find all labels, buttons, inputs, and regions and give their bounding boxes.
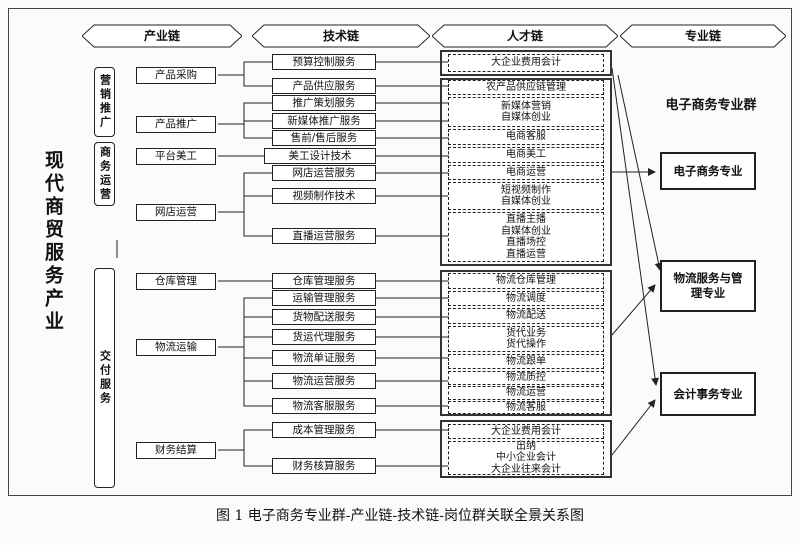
talent-live-streaming-line: 直播场控 <box>506 237 546 248</box>
industry-warehouse: 仓库管理 <box>136 273 216 290</box>
talent-live-streaming-line: 直播运营 <box>506 248 546 260</box>
talent-supply-chain: 农产品供应链管理 <box>448 80 604 95</box>
talent-documents-line: 物流跟单 <box>506 355 546 367</box>
section-marketing: 营销推广 <box>94 67 115 137</box>
talent-accounting: 出纳 中小企业会计 大企业往来会计 <box>448 441 604 475</box>
tech-video-production: 视频制作技术 <box>272 188 376 204</box>
talent-quality-line: 物流质控 <box>506 372 546 384</box>
talent-dispatch: 物流调度 <box>448 291 604 306</box>
talent-delivery: 物流配送 <box>448 308 604 324</box>
section-delivery: 交付服务 <box>94 268 115 488</box>
major-ecommerce: 电子商务专业 <box>660 152 756 190</box>
talent-warehouse-line: 物流仓库管理 <box>496 275 556 287</box>
talent-logistics-cs-line: 物流客服 <box>506 401 546 413</box>
header-talent-label: 人才链 <box>506 29 543 43</box>
talent-new-media: 新媒体营销 自媒体创业 <box>448 97 604 127</box>
talent-budget-line: 大企业费用会计 <box>491 57 561 69</box>
talent-new-media-line: 自媒体创业 <box>501 112 551 123</box>
industry-artwork: 平台美工 <box>136 148 216 165</box>
talent-logistics-cs: 物流客服 <box>448 401 604 414</box>
industry-logistics: 物流运输 <box>136 339 216 356</box>
header-industry-chain: 产业链 <box>82 24 242 48</box>
talent-group-ecommerce <box>440 78 612 266</box>
industry-store-ops: 网店运营 <box>136 204 216 221</box>
tech-store-ops: 网店运营服务 <box>272 165 376 181</box>
talent-ecommerce-art-line: 电商美工 <box>506 149 546 161</box>
industry-purchase: 产品采购 <box>136 67 216 84</box>
tech-product-supply: 产品供应服务 <box>272 78 376 94</box>
major-logistics: 物流服务与管理专业 <box>660 260 756 312</box>
talent-ecommerce-ops-line: 电商运营 <box>506 166 546 178</box>
tech-new-media-promotion: 新媒体推广服务 <box>272 113 376 129</box>
major-group-label: 电子商务专业群 <box>665 98 757 113</box>
tech-freight-forwarding: 货运代理服务 <box>272 329 376 345</box>
talent-ecommerce-art: 电商美工 <box>448 147 604 163</box>
header-major-chain: 专业链 <box>620 24 786 48</box>
tech-logistics-operations: 物流运营服务 <box>272 373 376 389</box>
diagram-frame <box>8 8 792 496</box>
section-ecommerce-ops: 商务运营 <box>94 142 115 206</box>
talent-warehouse: 物流仓库管理 <box>448 273 604 289</box>
talent-supply-chain-line: 农产品供应链管理 <box>486 81 566 93</box>
talent-delivery-line: 物流配送 <box>506 310 546 322</box>
talent-cost-line: 大企业费用会计 <box>491 425 561 437</box>
header-technology-label: 技术链 <box>322 29 359 43</box>
talent-logistics-ops: 物流运营 <box>448 386 604 400</box>
talent-logistics-ops-line: 物流运营 <box>506 387 546 399</box>
talent-new-media-line: 新媒体营销 <box>501 100 551 112</box>
talent-ecommerce-ops: 电商运营 <box>448 165 604 180</box>
header-industry-label: 产业链 <box>143 29 180 43</box>
talent-short-video-line: 短视频制作 <box>501 184 551 196</box>
header-talent-chain: 人才链 <box>432 24 618 48</box>
talent-documents: 物流跟单 <box>448 354 604 369</box>
tech-transport-management: 运输管理服务 <box>272 290 376 306</box>
industry-promotion: 产品推广 <box>136 116 216 133</box>
talent-accounting-line: 出纳 <box>516 440 536 452</box>
tech-pre-after-sales: 售前/售后服务 <box>272 130 376 146</box>
talent-budget: 大企业费用会计 <box>448 54 604 72</box>
talent-accounting-line: 大企业往来会计 <box>491 463 561 475</box>
industry-finance: 财务结算 <box>136 442 216 459</box>
talent-short-video-line: 自媒体创业 <box>501 196 551 207</box>
talent-group-logistics <box>440 270 612 416</box>
talent-live-streaming-line: 自媒体创业 <box>501 225 551 237</box>
talent-ecommerce-cs-line: 电商客服 <box>506 131 546 143</box>
talent-ecommerce-cs: 电商客服 <box>448 129 604 145</box>
tech-art-design: 美工设计技术 <box>264 148 376 164</box>
tech-promotion-planning: 推广策划服务 <box>272 95 376 111</box>
tech-cost-management: 成本管理服务 <box>272 422 376 438</box>
tech-logistics-documents: 物流单证服务 <box>272 350 376 366</box>
talent-accounting-line: 中小企业会计 <box>496 452 556 464</box>
tech-logistics-customer-service: 物流客服服务 <box>272 398 376 414</box>
industry-main-title: 现代商贸服务产业 <box>42 150 64 334</box>
talent-freight-line: 货代操作 <box>506 339 546 350</box>
talent-cost: 大企业费用会计 <box>448 424 604 439</box>
talent-freight-line: 货代业务 <box>506 327 546 339</box>
header-major-label: 专业链 <box>684 29 721 43</box>
talent-live-streaming: 直播主播 自媒体创业 直播场控 直播运营 <box>448 212 604 262</box>
tech-goods-delivery: 货物配送服务 <box>272 309 376 325</box>
tech-budget-control: 预算控制服务 <box>272 54 376 70</box>
talent-dispatch-line: 物流调度 <box>506 292 546 304</box>
tech-financial-accounting: 财务核算服务 <box>272 458 376 474</box>
talent-quality: 物流质控 <box>448 371 604 385</box>
talent-group-budget <box>440 50 612 76</box>
major-accounting: 会计事务专业 <box>660 372 756 416</box>
tech-warehouse-management: 仓库管理服务 <box>272 273 376 289</box>
talent-short-video: 短视频制作 自媒体创业 <box>448 182 604 210</box>
tech-live-streaming-ops: 直播运营服务 <box>272 228 376 244</box>
talent-freight: 货代业务 货代操作 <box>448 326 604 352</box>
header-technology-chain: 技术链 <box>252 24 430 48</box>
figure-caption: 图 1 电子商务专业群-产业链-技术链-岗位群关联全景关系图 <box>216 508 584 524</box>
talent-group-accounting <box>440 420 612 478</box>
talent-live-streaming-line: 直播主播 <box>506 214 546 225</box>
